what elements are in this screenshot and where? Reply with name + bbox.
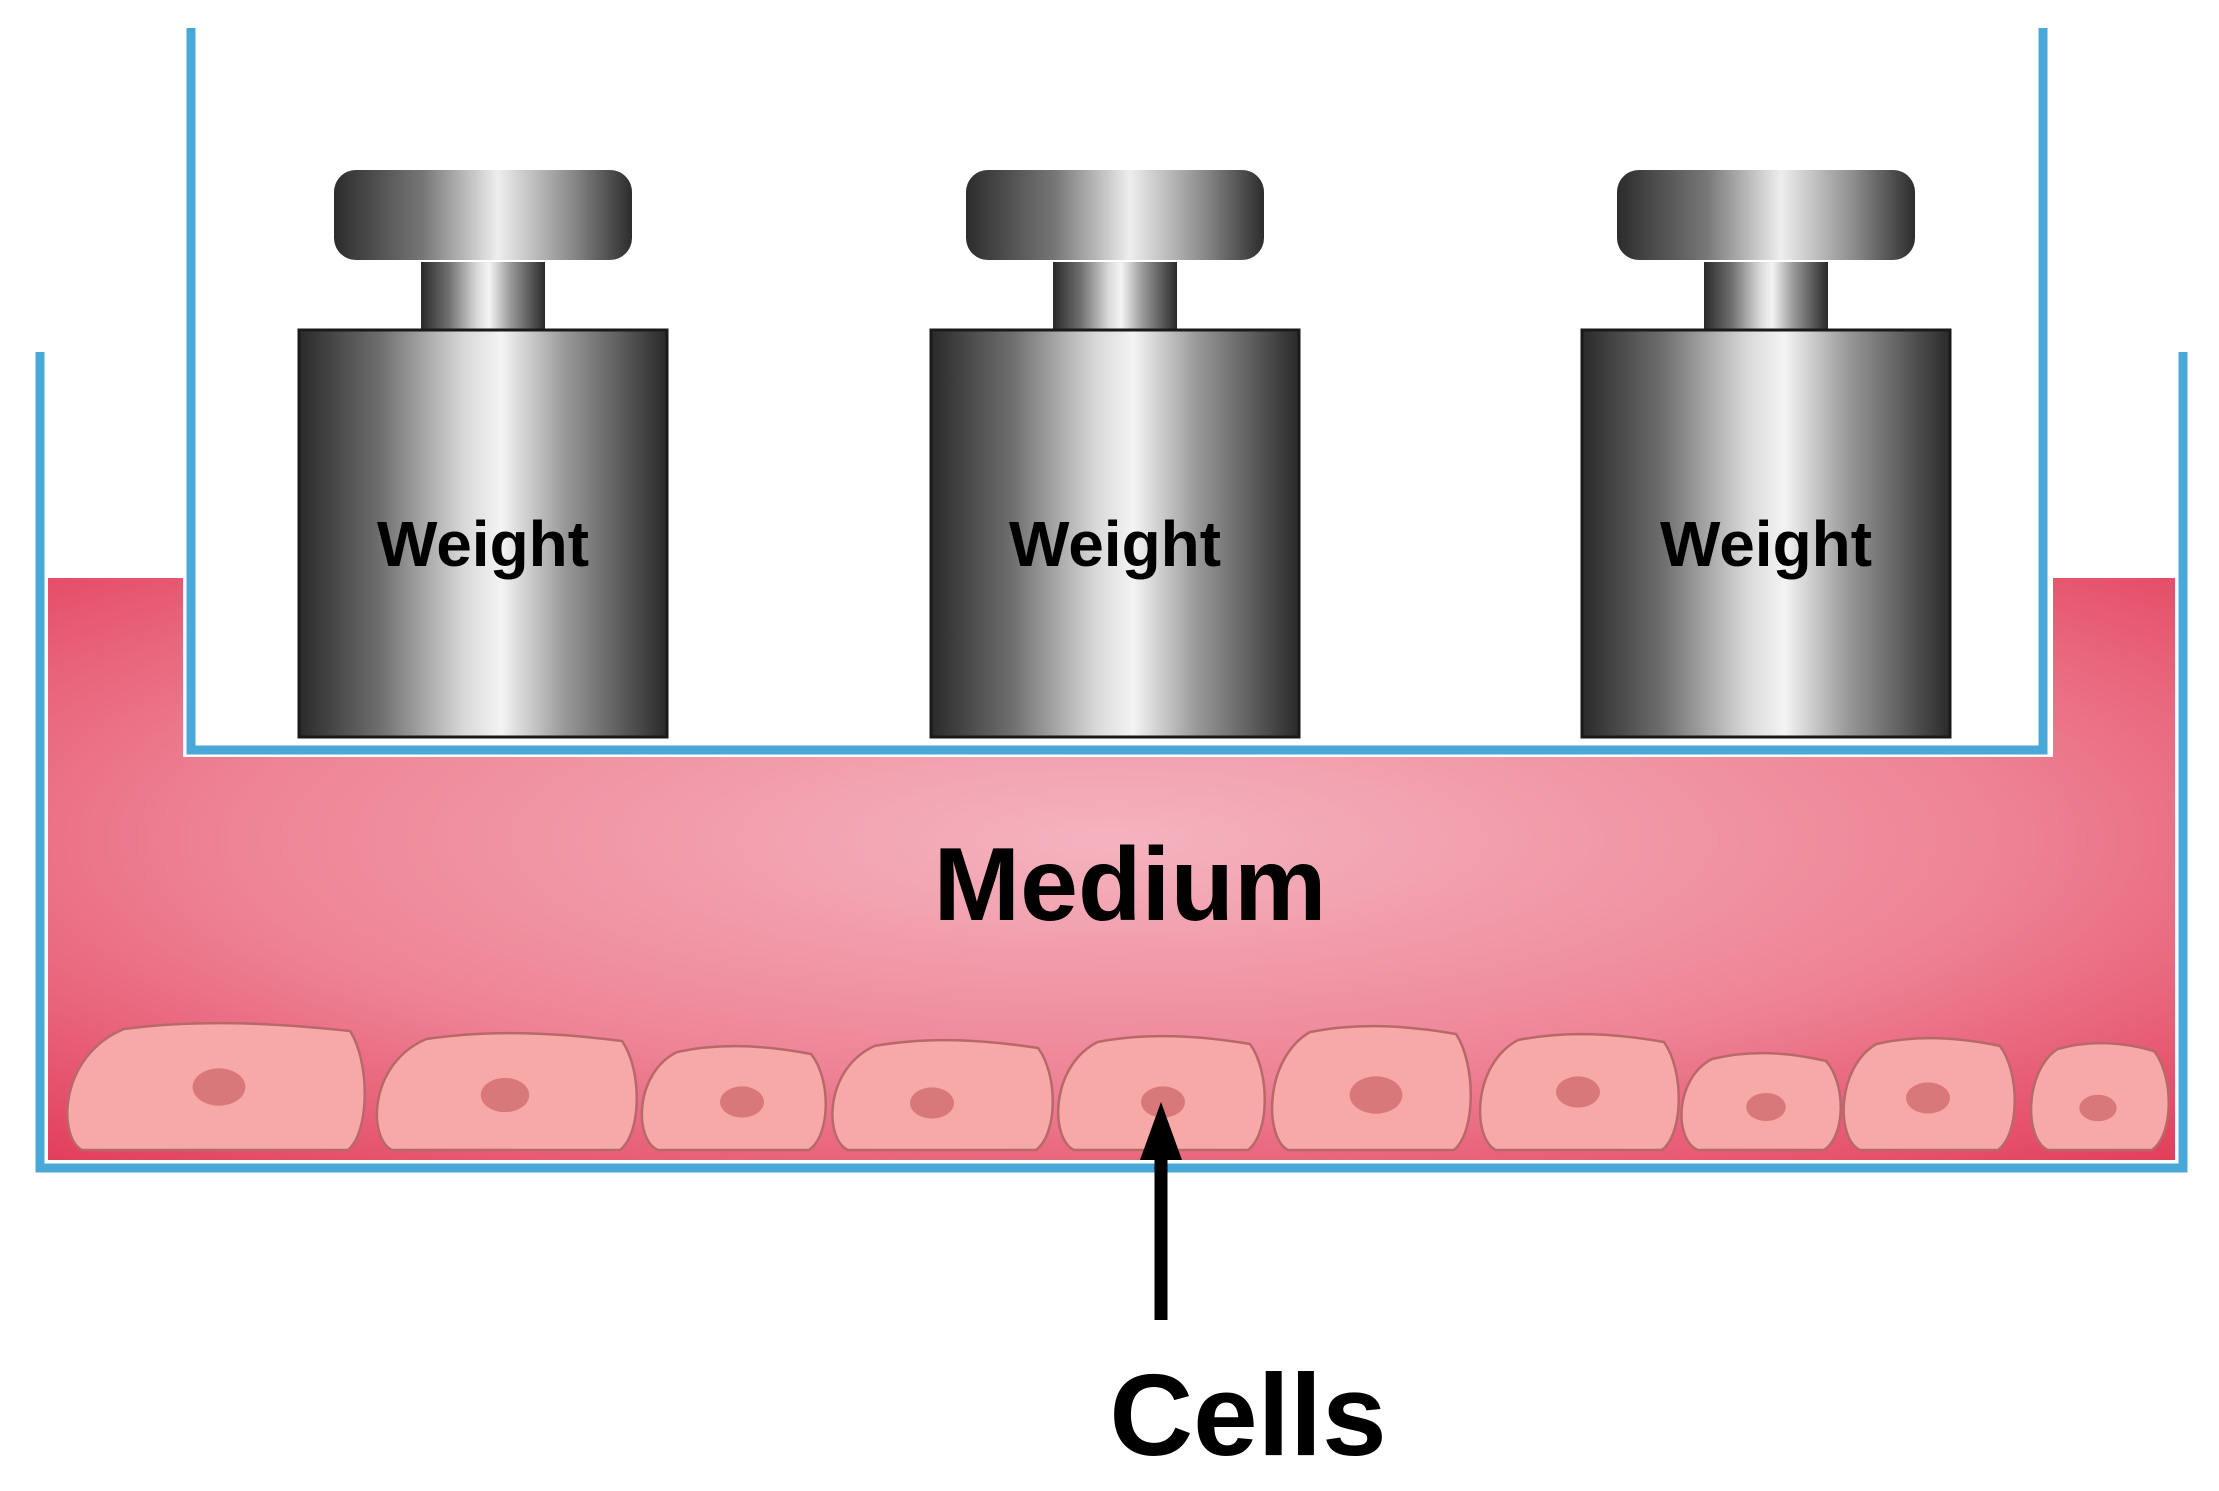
culture-medium [48,578,2175,1160]
weight-2: Weight [929,170,1301,739]
outer-dish-wall [35,352,2188,1173]
weight-label: Weight [377,508,589,580]
cells-label: Cells [1109,1350,1386,1480]
cell-6 [1270,1024,1472,1152]
medium-fill [48,578,2175,1160]
weight-neck [1704,262,1828,332]
weight-body [297,328,669,739]
cell-5 [1057,1034,1266,1152]
outer-dish [35,352,2188,1173]
cell-nucleus [910,1087,954,1119]
cell-layer [66,1021,2170,1152]
arrow-head [1140,1102,1182,1160]
cell-nucleus [1746,1092,1786,1122]
weight-1: Weight [297,170,669,739]
weight-neck [421,262,545,332]
weight-3: Weight [1580,170,1952,739]
cells-arrow [1140,1102,1182,1320]
cell-nucleus [480,1077,530,1113]
cell-8 [1680,1051,1842,1152]
cell-10 [2029,1041,2170,1152]
cell-nucleus [720,1086,764,1118]
weight-label: Weight [1660,508,1872,580]
cell-7 [1478,1032,1680,1152]
weight-cap [966,170,1264,260]
cell-9 [1842,1036,2016,1152]
cell-nucleus [1906,1082,1950,1114]
cell-nucleus [192,1068,246,1106]
weight-cap [334,170,632,260]
weight-body [929,328,1301,739]
cell-2 [375,1031,638,1152]
cell-3 [640,1044,827,1152]
weight-neck [1053,262,1177,332]
cell-nucleus [1349,1076,1403,1114]
cell-4 [831,1038,1054,1152]
cell-1 [66,1021,366,1152]
weight-label: Weight [1009,508,1221,580]
weights-group: Weight Weight Weight [297,170,1952,739]
cell-nucleus [1141,1086,1185,1118]
medium-label: Medium [934,827,1327,943]
weight-cap [1617,170,1915,260]
cell-nucleus [2079,1094,2117,1122]
weight-body [1580,328,1952,739]
cell-nucleus [1556,1076,1600,1108]
